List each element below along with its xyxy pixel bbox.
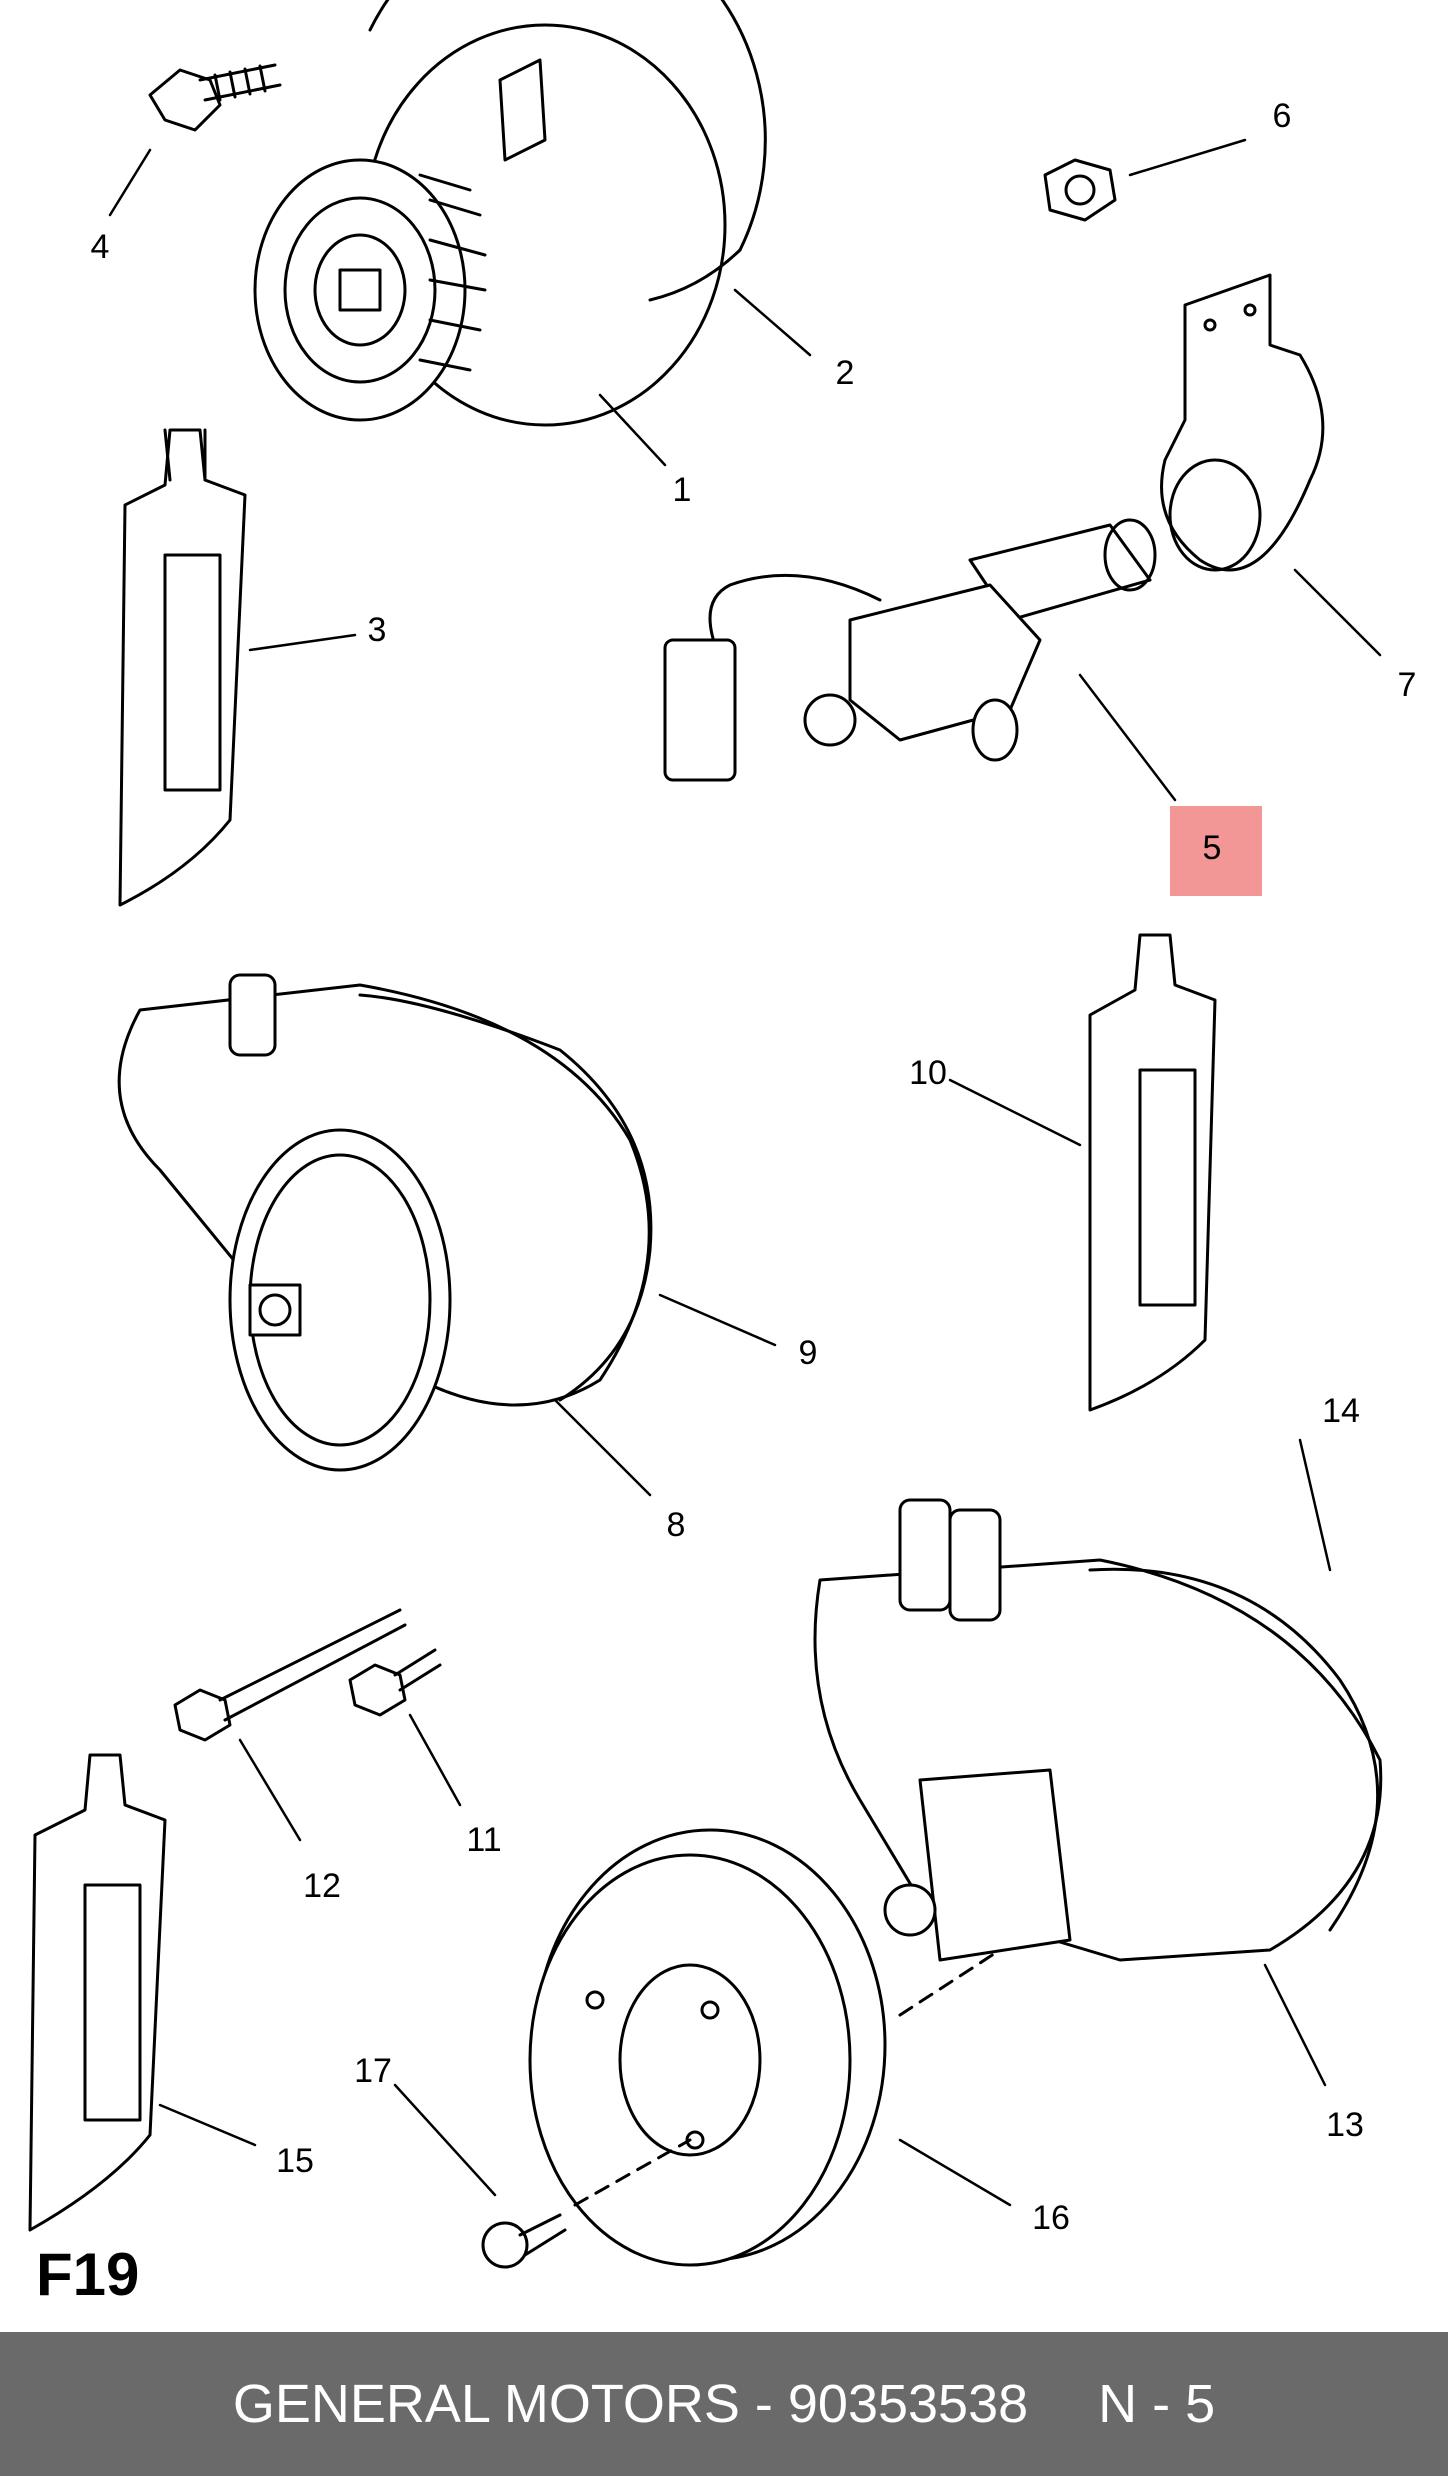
parts-diagram bbox=[28, 0, 1383, 2269]
callout-14: 14 bbox=[1322, 1392, 1360, 1430]
callout-8: 8 bbox=[666, 1506, 686, 1544]
part-11-bolt bbox=[348, 1648, 442, 1717]
callout-1: 1 bbox=[672, 471, 692, 509]
part-13-water-pump bbox=[813, 1498, 1383, 1962]
part-14-gasket bbox=[1088, 1567, 1380, 1932]
callout-10: 10 bbox=[909, 1054, 947, 1092]
part-10-sealant-tube bbox=[1088, 933, 1217, 1412]
part-17-screw bbox=[481, 2138, 692, 2269]
part-9-gasket bbox=[358, 993, 653, 1402]
callout-13: 13 bbox=[1326, 2106, 1364, 2144]
footer-page-ref: N - 5 bbox=[1098, 2374, 1216, 2434]
footer-part-number: GENERAL MOTORS - 90353538 bbox=[232, 2374, 1029, 2434]
callout-4: 4 bbox=[90, 228, 110, 266]
part-2-seal-ring bbox=[368, 0, 767, 302]
part-12-long-bolt bbox=[173, 1608, 407, 1742]
part-3-sealant-tube bbox=[118, 428, 247, 907]
callout-15: 15 bbox=[276, 2142, 314, 2180]
callout-9: 9 bbox=[798, 1334, 818, 1372]
callout-17: 17 bbox=[354, 2052, 392, 2090]
part-1-water-pump bbox=[253, 23, 727, 427]
part-5-auxiliary-pump bbox=[663, 518, 1157, 782]
callout-7: 7 bbox=[1397, 666, 1417, 704]
callout-2: 2 bbox=[835, 354, 855, 392]
part-16-pulley bbox=[528, 1828, 1002, 2267]
figure-label: F19 bbox=[36, 2241, 140, 2308]
footer-bar: GENERAL MOTORS - 90353538 N - 5 bbox=[0, 2332, 1448, 2476]
callout-5: 5 bbox=[1202, 829, 1222, 867]
leader-lines bbox=[108, 138, 1382, 2207]
part-4-bolt bbox=[148, 63, 282, 132]
part-7-bracket bbox=[1160, 273, 1325, 572]
part-6-nut bbox=[1043, 158, 1117, 222]
callout-3: 3 bbox=[367, 611, 387, 649]
callout-16: 16 bbox=[1032, 2199, 1070, 2237]
callout-6: 6 bbox=[1272, 97, 1292, 135]
part-15-sealant-tube bbox=[28, 1753, 167, 2232]
callout-11: 11 bbox=[466, 1821, 502, 1859]
part-8-water-pump-housing bbox=[117, 973, 651, 1472]
callout-5-highlight bbox=[1170, 806, 1262, 896]
callout-12: 12 bbox=[303, 1867, 341, 1905]
